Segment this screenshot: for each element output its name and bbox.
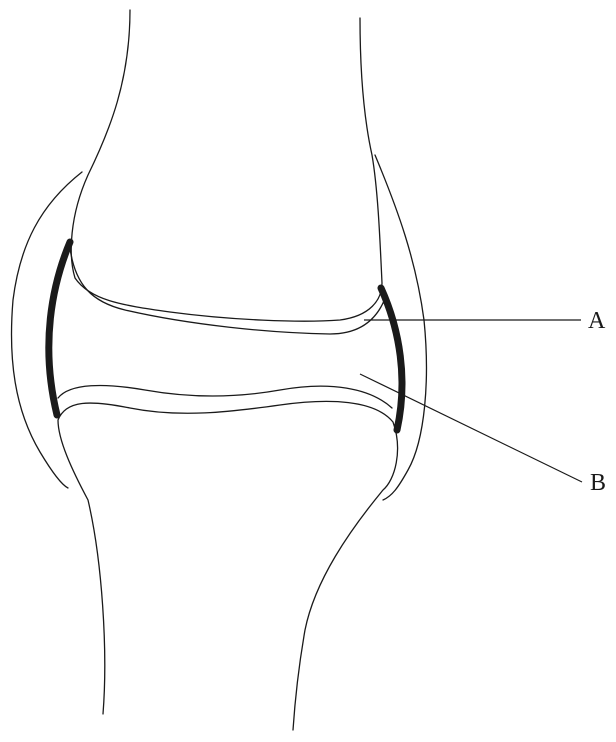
label-a: A: [588, 308, 606, 334]
label-b: B: [590, 470, 606, 496]
ligament-left: [49, 242, 70, 415]
upper-bone-outline: [71, 10, 382, 321]
ligament-right: [381, 288, 402, 430]
upper-cartilage-line: [70, 248, 386, 334]
leader-line-b: [360, 374, 582, 482]
lower-bone-outline: [58, 401, 398, 730]
joint-capsule-right: [375, 155, 426, 500]
